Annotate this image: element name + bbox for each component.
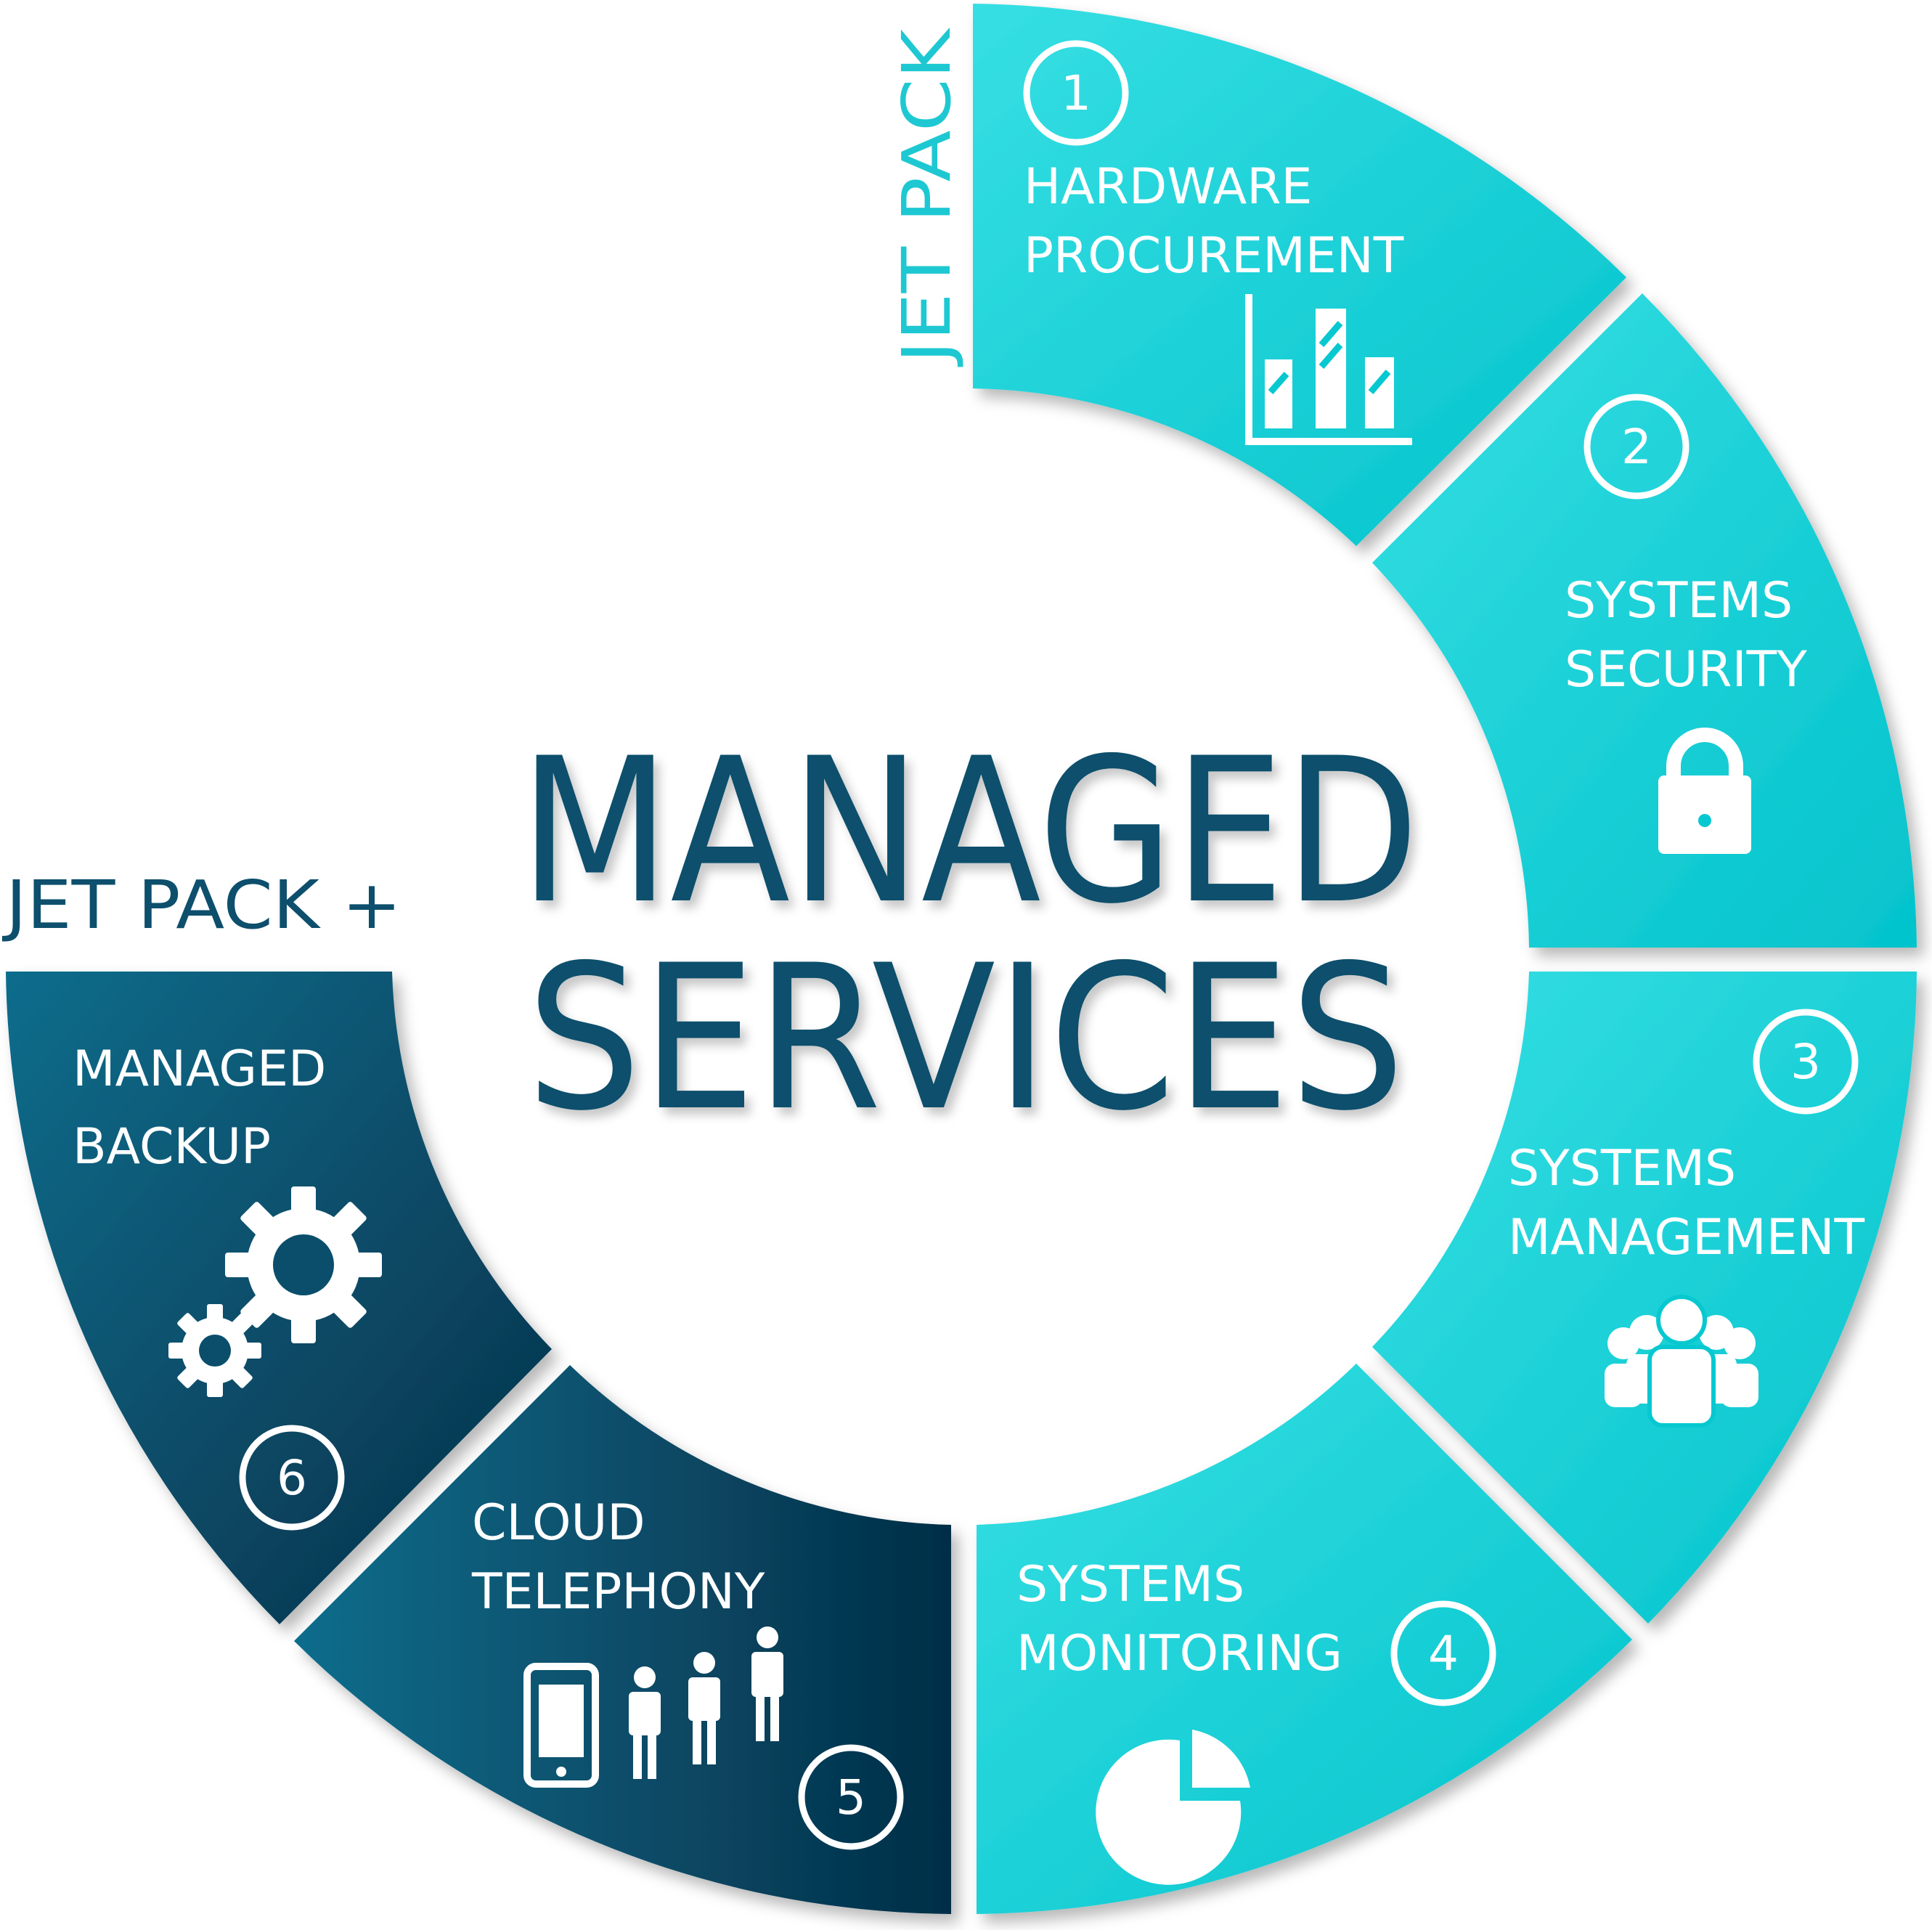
segment-4-line-2: MONITORING [1016, 1625, 1342, 1682]
segment-3 [1372, 972, 1917, 1624]
tier-label-plus: JET PACK + [2, 866, 402, 944]
number-3: 3 [1790, 1034, 1821, 1090]
segment-4-line-1: SYSTEMS [1016, 1556, 1244, 1613]
title-line-2: SERVICES [526, 922, 1405, 1155]
segment-1 [973, 4, 1626, 546]
number-badge-1 [1023, 40, 1129, 146]
number-badge-3 [1753, 1009, 1859, 1115]
segment-6-content: 6 MANAGED BACKUP [73, 1041, 382, 1531]
gears-icon [168, 1186, 382, 1397]
number-badge-5 [798, 1744, 904, 1850]
segment-1-content: 1 HARDWARE PROCUREMENT [1023, 40, 1412, 445]
segment-5 [294, 1365, 951, 1914]
bar-chart-icon [1245, 294, 1412, 445]
segment-2-content: 2 SYSTEMS SECURITY [1565, 394, 1807, 854]
number-6: 6 [277, 1450, 307, 1506]
title-line-1: MANAGED [519, 715, 1419, 948]
segment-2-line-2: SECURITY [1565, 641, 1807, 699]
segment-3-line-1: SYSTEMS [1508, 1140, 1736, 1197]
number-badge-2 [1583, 394, 1690, 500]
pie-chart-icon [1096, 1730, 1250, 1885]
segment-1-line-1: HARDWARE [1024, 158, 1313, 216]
tier-label-basic: JET PACK [888, 27, 966, 367]
segment-5-line-2: TELEPHONY [471, 1563, 765, 1621]
segment-1-line-2: PROCUREMENT [1024, 227, 1404, 285]
segment-5-line-1: CLOUD [472, 1494, 645, 1552]
segment-3-content: 3 SYSTEMS MANAGEMENT [1508, 1009, 1865, 1428]
padlock-icon [1658, 728, 1751, 854]
segment-2-line-1: SYSTEMS [1565, 572, 1793, 630]
number-badge-6 [239, 1425, 345, 1531]
segment-2 [1372, 293, 1917, 948]
segment-6-line-1: MANAGED [73, 1041, 326, 1098]
segment-4-content: 4 SYSTEMS MONITORING [1016, 1556, 1496, 1885]
segment-6-line-2: BACKUP [73, 1118, 271, 1176]
number-5: 5 [836, 1770, 866, 1825]
people-group-icon [1605, 1295, 1758, 1428]
segment-3-line-2: MANAGEMENT [1508, 1209, 1865, 1266]
number-badge-4 [1390, 1600, 1496, 1706]
phone-and-people-icon [523, 1626, 783, 1788]
number-4: 4 [1428, 1626, 1459, 1682]
number-1: 1 [1061, 65, 1091, 121]
segment-5-content: 5 CLOUD TELEPHONY [471, 1494, 904, 1850]
number-2: 2 [1621, 419, 1652, 475]
